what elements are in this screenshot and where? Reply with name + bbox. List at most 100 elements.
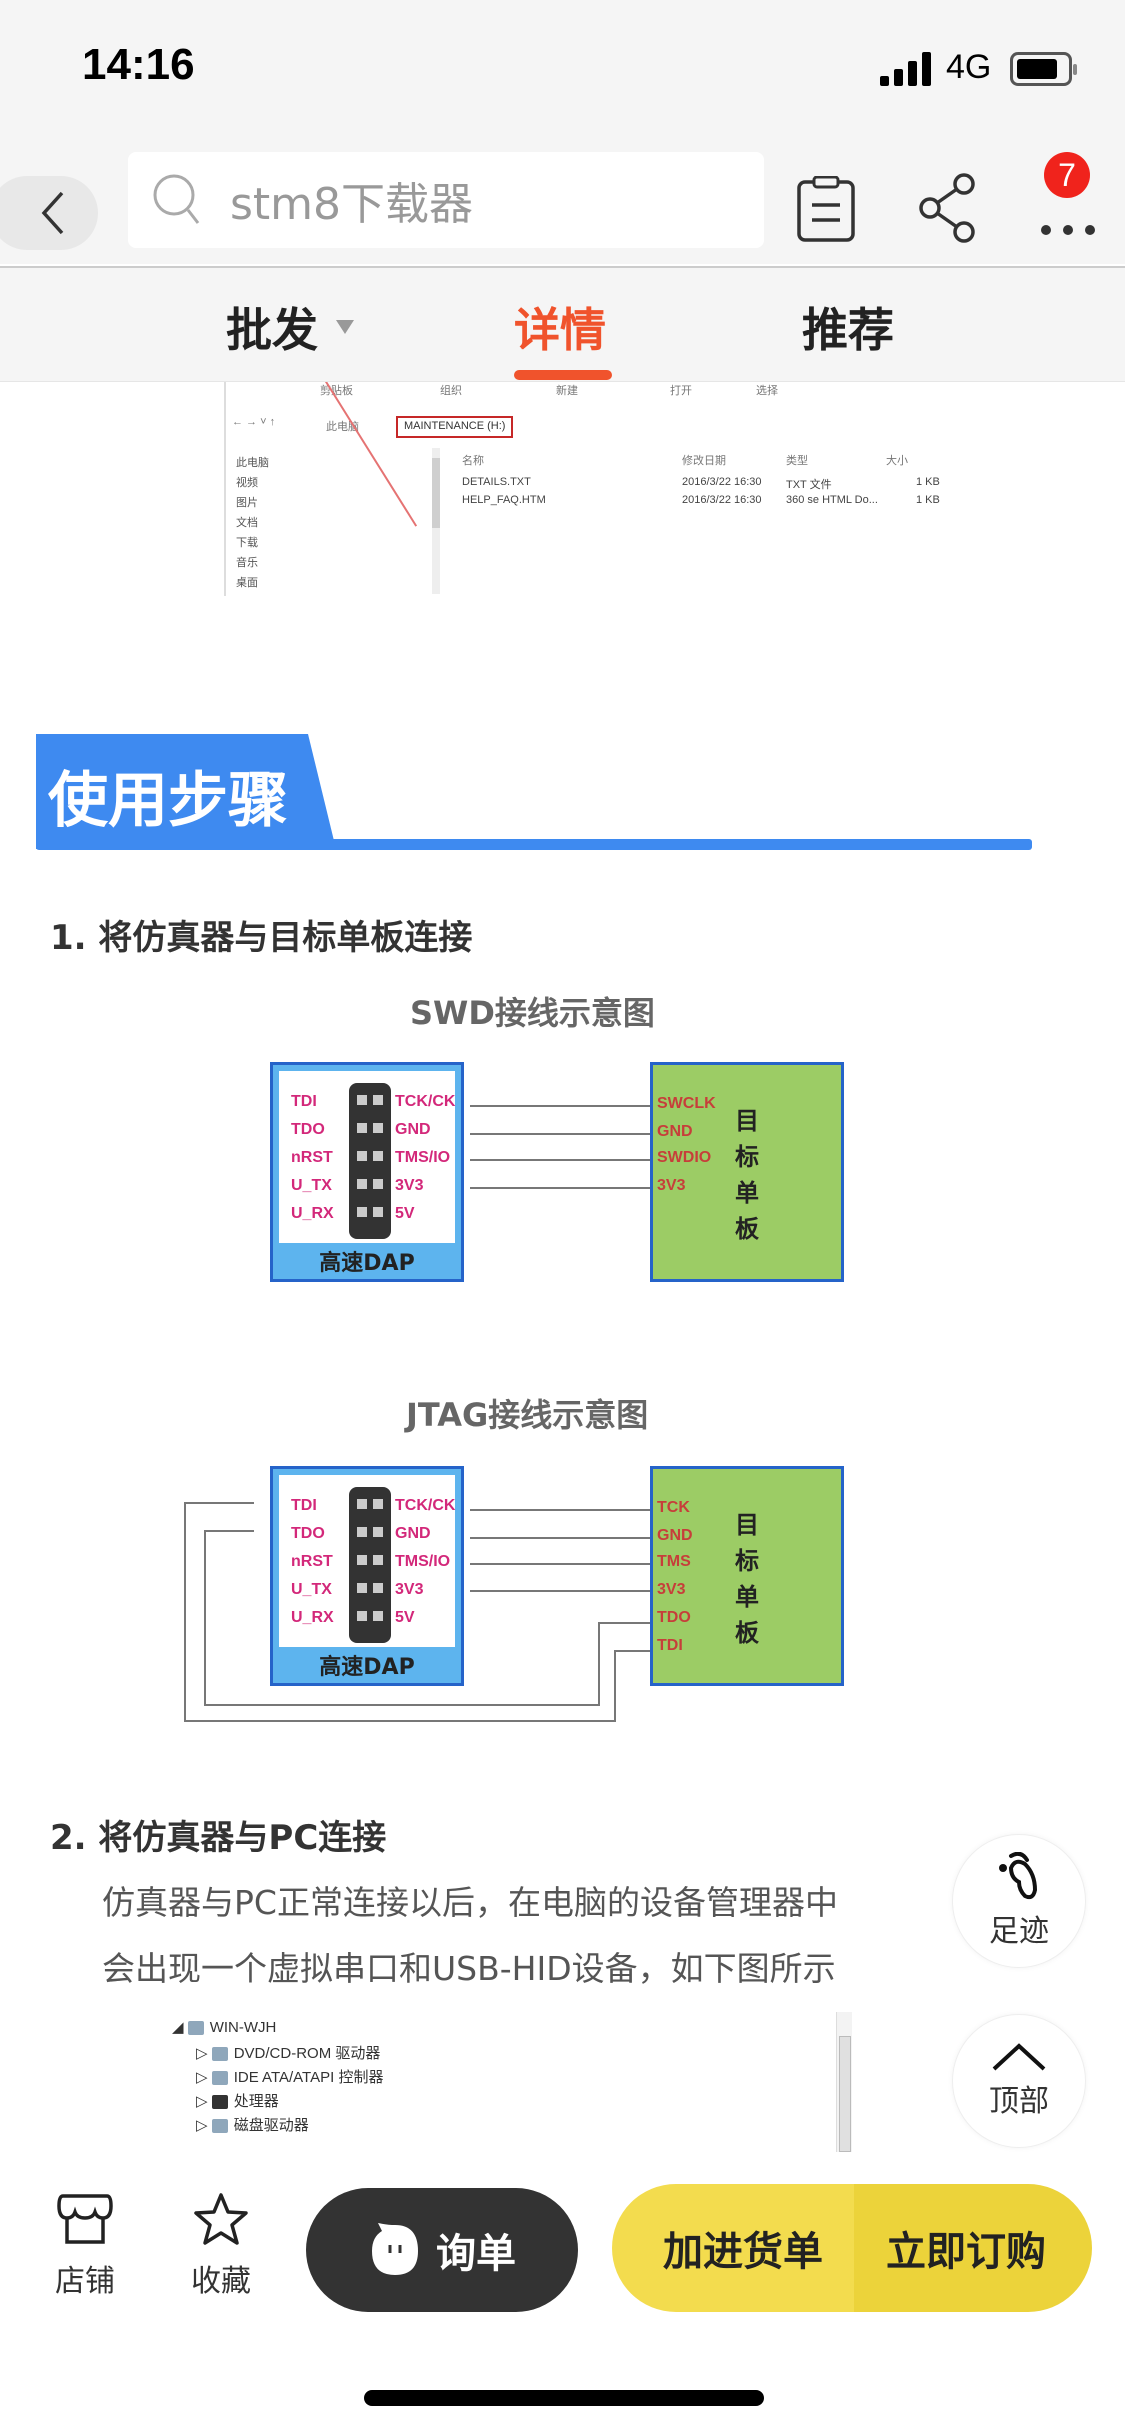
wire: [470, 1563, 658, 1565]
ribbon-group: 选择: [756, 385, 778, 397]
device-tree-item: ▷ 处理器: [196, 2093, 279, 2110]
target-pin-label: GND: [657, 1123, 693, 1140]
target-label: 板: [735, 1215, 759, 1243]
signal-icon: [880, 52, 931, 86]
active-tab-indicator: [514, 370, 612, 380]
inquiry-button[interactable]: 询单: [306, 2188, 578, 2312]
file-name: DETAILS.TXT: [462, 476, 531, 488]
section-header: 使用步骤: [36, 734, 1032, 864]
target-pin-label: 3V3: [657, 1177, 686, 1194]
home-indicator[interactable]: [364, 2390, 764, 2406]
ribbon-group: 新建: [556, 385, 578, 397]
wire: [204, 1530, 254, 1532]
wire: [614, 1650, 616, 1722]
target-label: 单: [735, 1179, 759, 1207]
explorer-nav-item: 此电脑: [236, 457, 269, 469]
notification-badge: 7: [1044, 152, 1090, 198]
dap-label: 高速DAP: [319, 1655, 415, 1680]
tab-wholesale[interactable]: 批发: [226, 303, 318, 357]
chevron-up-icon: [992, 2043, 1046, 2071]
tab-details[interactable]: 详情: [514, 303, 606, 357]
caret-down-icon: [336, 320, 354, 334]
red-arrow-annotation: [320, 382, 418, 527]
shop-button[interactable]: 店铺: [40, 2192, 130, 2300]
tab-recommend[interactable]: 推荐: [802, 303, 894, 357]
pin-label: GND: [395, 1525, 431, 1542]
buy-now-label: 立即订购: [886, 2229, 1046, 2275]
status-bar: 14:16 4G: [0, 0, 1125, 140]
pin-label: TCK/CK: [395, 1093, 456, 1110]
explorer-nav-item: 音乐: [236, 557, 258, 569]
inquiry-label: 询单: [436, 2231, 516, 2277]
star-icon: [194, 2193, 248, 2245]
network-type: 4G: [946, 48, 992, 86]
footprint-icon: [999, 1852, 1038, 1900]
add-to-cart-label: 加进货单: [663, 2229, 823, 2275]
device-manager-scrollbar: [836, 2012, 852, 2152]
dap-board: TDI TDO nRST U_TX U_RX TCK/CK GND TMS/IO…: [270, 1466, 464, 1686]
purchase-button-group: 加进货单 立即订购: [612, 2184, 1092, 2312]
pin-label: U_TX: [291, 1581, 332, 1598]
detail-content: 剪贴板 组织 新建 打开 选择 ← → ˅ ↑ 此电脑 MAINTENANCE …: [0, 382, 1125, 2152]
share-icon[interactable]: [918, 172, 976, 244]
target-label: 目: [735, 1511, 759, 1539]
column-header: 修改日期: [682, 455, 726, 467]
wire: [204, 1704, 600, 1706]
target-label: 标: [735, 1143, 759, 1171]
ribbon-group: 组织: [440, 385, 462, 397]
wire: [204, 1530, 206, 1706]
wire: [470, 1133, 658, 1135]
step2-body-line2: 会出现一个虚拟串口和USB-HID设备，如下图所示: [102, 1949, 836, 1988]
explorer-nav-item: 下载: [236, 537, 258, 549]
pin-label: TMS/IO: [395, 1553, 451, 1570]
shop-icon: [57, 2194, 113, 2244]
tab-bar: 批发 详情 推荐: [0, 266, 1125, 382]
target-pin-label: GND: [657, 1527, 693, 1544]
status-time: 14:16: [82, 40, 195, 89]
jtag-diagram-title: JTAG接线示意图: [406, 1396, 649, 1434]
dap-label: 高速DAP: [319, 1251, 415, 1276]
clipboard-icon[interactable]: [796, 176, 856, 242]
target-pin-label: SWDIO: [657, 1149, 712, 1166]
search-input[interactable]: stm8下载器: [128, 152, 764, 248]
dap-board: TDI TDO nRST U_TX U_RX TCK/CK GND TMS/IO…: [270, 1062, 464, 1282]
more-icon[interactable]: [1038, 180, 1098, 240]
target-pin-label: 3V3: [657, 1581, 686, 1598]
wire: [470, 1537, 658, 1539]
pin-label: 5V: [395, 1609, 415, 1626]
file-type: TXT 文件: [786, 479, 832, 491]
device-tree-root: ◢ WIN-WJH: [172, 2019, 277, 2036]
target-label: 板: [735, 1619, 759, 1647]
ribbon-group: 剪贴板: [320, 385, 353, 397]
buy-now-button[interactable]: 立即订购: [854, 2184, 1092, 2312]
bottom-action-bar: 店铺 收藏 询单 加进货单 立即订购: [0, 2152, 1125, 2436]
footprint-label: 足迹: [989, 1914, 1049, 1949]
search-icon: [153, 174, 200, 224]
device-tree-item: ▷ IDE ATA/ATAPI 控制器: [196, 2069, 384, 2086]
add-to-cart-button[interactable]: 加进货单: [612, 2184, 854, 2312]
pin-label: TDO: [291, 1121, 325, 1138]
pin-label: 5V: [395, 1205, 415, 1222]
back-button[interactable]: [0, 176, 98, 250]
target-label: 目: [735, 1107, 759, 1135]
target-board: SWCLK GND SWDIO 3V3 目 标 单 板: [650, 1062, 844, 1282]
pin-label: TDI: [291, 1093, 317, 1110]
search-query: stm8下载器: [230, 179, 474, 230]
pin-label: nRST: [291, 1149, 333, 1166]
pin-label: 3V3: [395, 1177, 424, 1194]
favorite-button[interactable]: 收藏: [176, 2192, 266, 2300]
target-label: 标: [735, 1547, 759, 1575]
wire: [470, 1105, 658, 1107]
wire: [184, 1502, 186, 1722]
target-board: TCK GND TMS 3V3 TDO TDI 目 标 单 板: [650, 1466, 844, 1686]
chevron-left-icon: [41, 191, 64, 235]
wire: [184, 1720, 614, 1722]
file-date: 2016/3/22 16:30: [682, 494, 762, 506]
wire: [470, 1159, 658, 1161]
shop-label: 店铺: [55, 2264, 115, 2299]
target-pin-label: TDI: [657, 1637, 683, 1654]
file-name: HELP_FAQ.HTM: [462, 494, 546, 506]
back-to-top-button[interactable]: 顶部: [952, 2014, 1086, 2148]
footprint-button[interactable]: 足迹: [952, 1834, 1086, 1968]
column-header: 名称: [462, 455, 484, 467]
